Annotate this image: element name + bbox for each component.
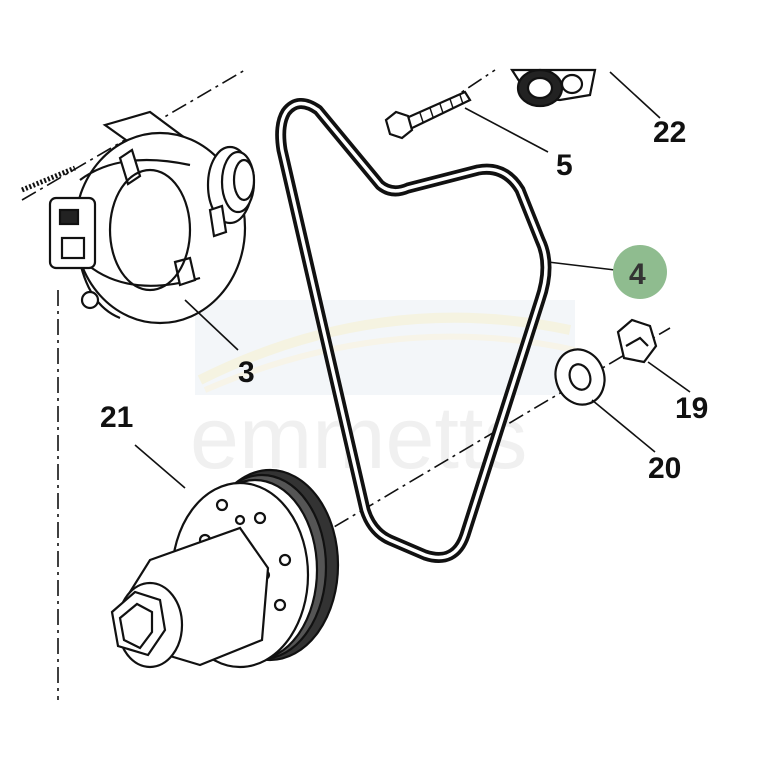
bolt-icon [384,90,472,140]
pulley-icon [110,468,340,669]
callout-20[interactable]: 20 [648,452,681,485]
callout-21[interactable]: 21 [100,401,133,434]
leader-lines [134,71,691,489]
callout-19[interactable]: 19 [675,392,708,425]
belt-icon [275,98,552,563]
callout-5[interactable]: 5 [556,149,573,182]
callout-highlight-4 [613,245,667,299]
watermark: emmetts [190,300,576,487]
nut-icon [616,318,658,364]
tensioner-icon [509,68,597,108]
callout-3[interactable]: 3 [238,356,255,389]
alternator-icon [21,110,256,325]
callout-4[interactable]: 4 [629,258,646,291]
washer-icon [554,348,606,406]
callout-22[interactable]: 22 [653,116,686,149]
